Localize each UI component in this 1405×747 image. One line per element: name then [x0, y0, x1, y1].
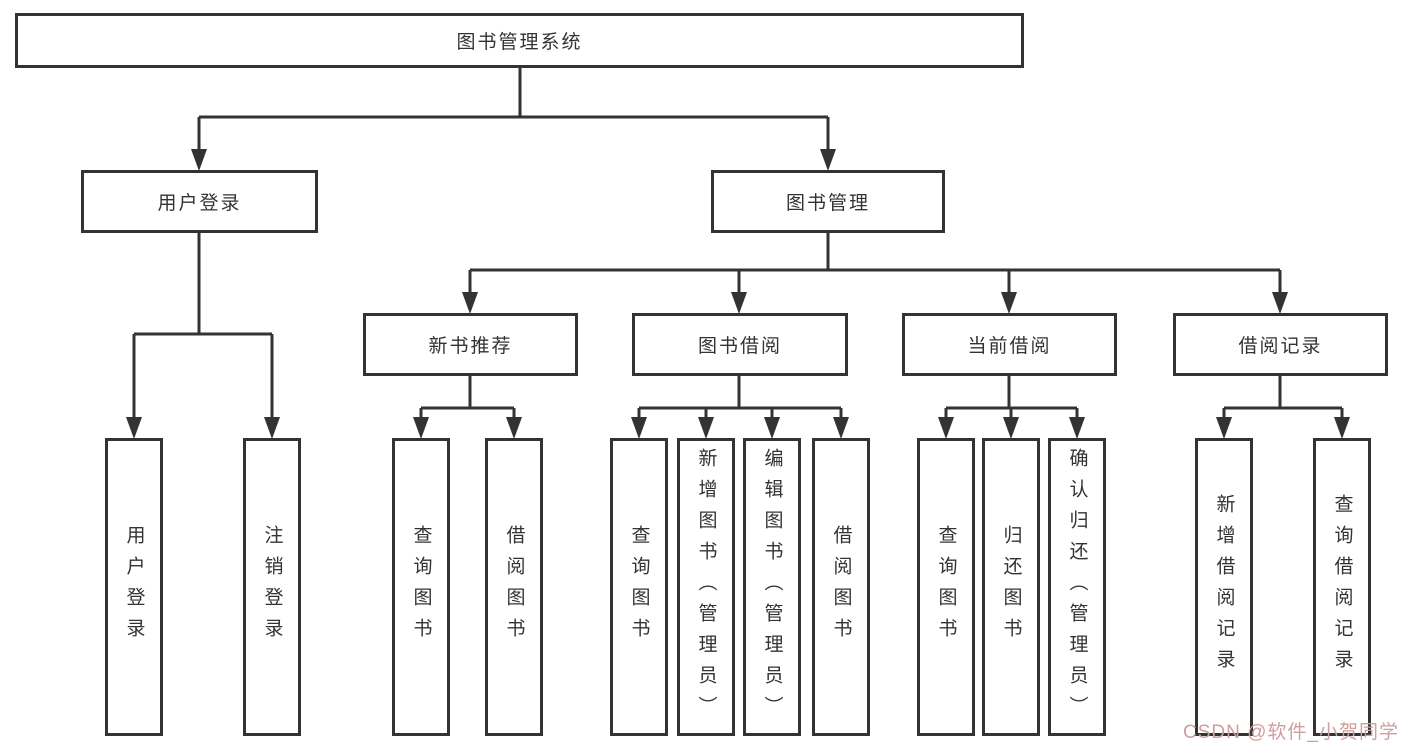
leaf-label: 查询图书 [935, 525, 957, 649]
leaf-label: 确认归还（管理员） [1066, 447, 1088, 727]
node-borrowing-records: 借阅记录 [1173, 313, 1388, 376]
node-label: 当前借阅 [967, 336, 1052, 357]
node-current-borrowing: 当前借阅 [902, 313, 1117, 376]
node-new-book-recommendation: 新书推荐 [363, 313, 578, 376]
leaf-query-books-borrowing: 查询图书 [610, 438, 668, 736]
node-user-login: 用户登录 [81, 170, 318, 233]
leaf-label: 归还图书 [1000, 525, 1022, 649]
node-label: 借阅记录 [1238, 336, 1323, 357]
node-library-management-system: 图书管理系统 [15, 13, 1024, 68]
leaf-label: 新增借阅记录 [1213, 494, 1235, 680]
node-book-borrowing: 图书借阅 [632, 313, 848, 376]
node-label: 新书推荐 [428, 336, 513, 357]
leaf-query-borrow-record: 查询借阅记录 [1313, 438, 1371, 736]
node-label: 用户登录 [157, 193, 242, 214]
leaf-label: 借阅图书 [503, 525, 525, 649]
leaf-edit-books-admin: 编辑图书（管理员） [743, 438, 801, 736]
leaf-label: 查询图书 [628, 525, 650, 649]
leaf-label: 借阅图书 [830, 525, 852, 649]
leaf-confirm-return-admin: 确认归还（管理员） [1048, 438, 1106, 736]
leaf-borrow-books-recommend: 借阅图书 [485, 438, 543, 736]
node-label: 图书借阅 [697, 336, 782, 357]
leaf-borrow-books-borrowing: 借阅图书 [812, 438, 870, 736]
node-label: 图书管理 [785, 193, 870, 214]
leaf-query-books-current: 查询图书 [917, 438, 975, 736]
leaf-query-books-recommend: 查询图书 [392, 438, 450, 736]
leaf-label: 用户登录 [123, 525, 145, 649]
leaf-label: 新增图书（管理员） [695, 447, 717, 727]
node-book-management: 图书管理 [711, 170, 945, 233]
leaf-label: 查询借阅记录 [1331, 494, 1353, 680]
leaf-label: 编辑图书（管理员） [761, 447, 783, 727]
leaf-user-login: 用户登录 [105, 438, 163, 736]
leaf-return-books: 归还图书 [982, 438, 1040, 736]
leaf-label: 查询图书 [410, 525, 432, 649]
node-label: 图书管理系统 [456, 32, 583, 53]
leaf-add-books-admin: 新增图书（管理员） [677, 438, 735, 736]
leaf-add-borrow-record: 新增借阅记录 [1195, 438, 1253, 736]
leaf-logout-login: 注销登录 [243, 438, 301, 736]
watermark: CSDN @软件_小贺同学 [1183, 722, 1399, 743]
leaf-label: 注销登录 [261, 525, 283, 649]
